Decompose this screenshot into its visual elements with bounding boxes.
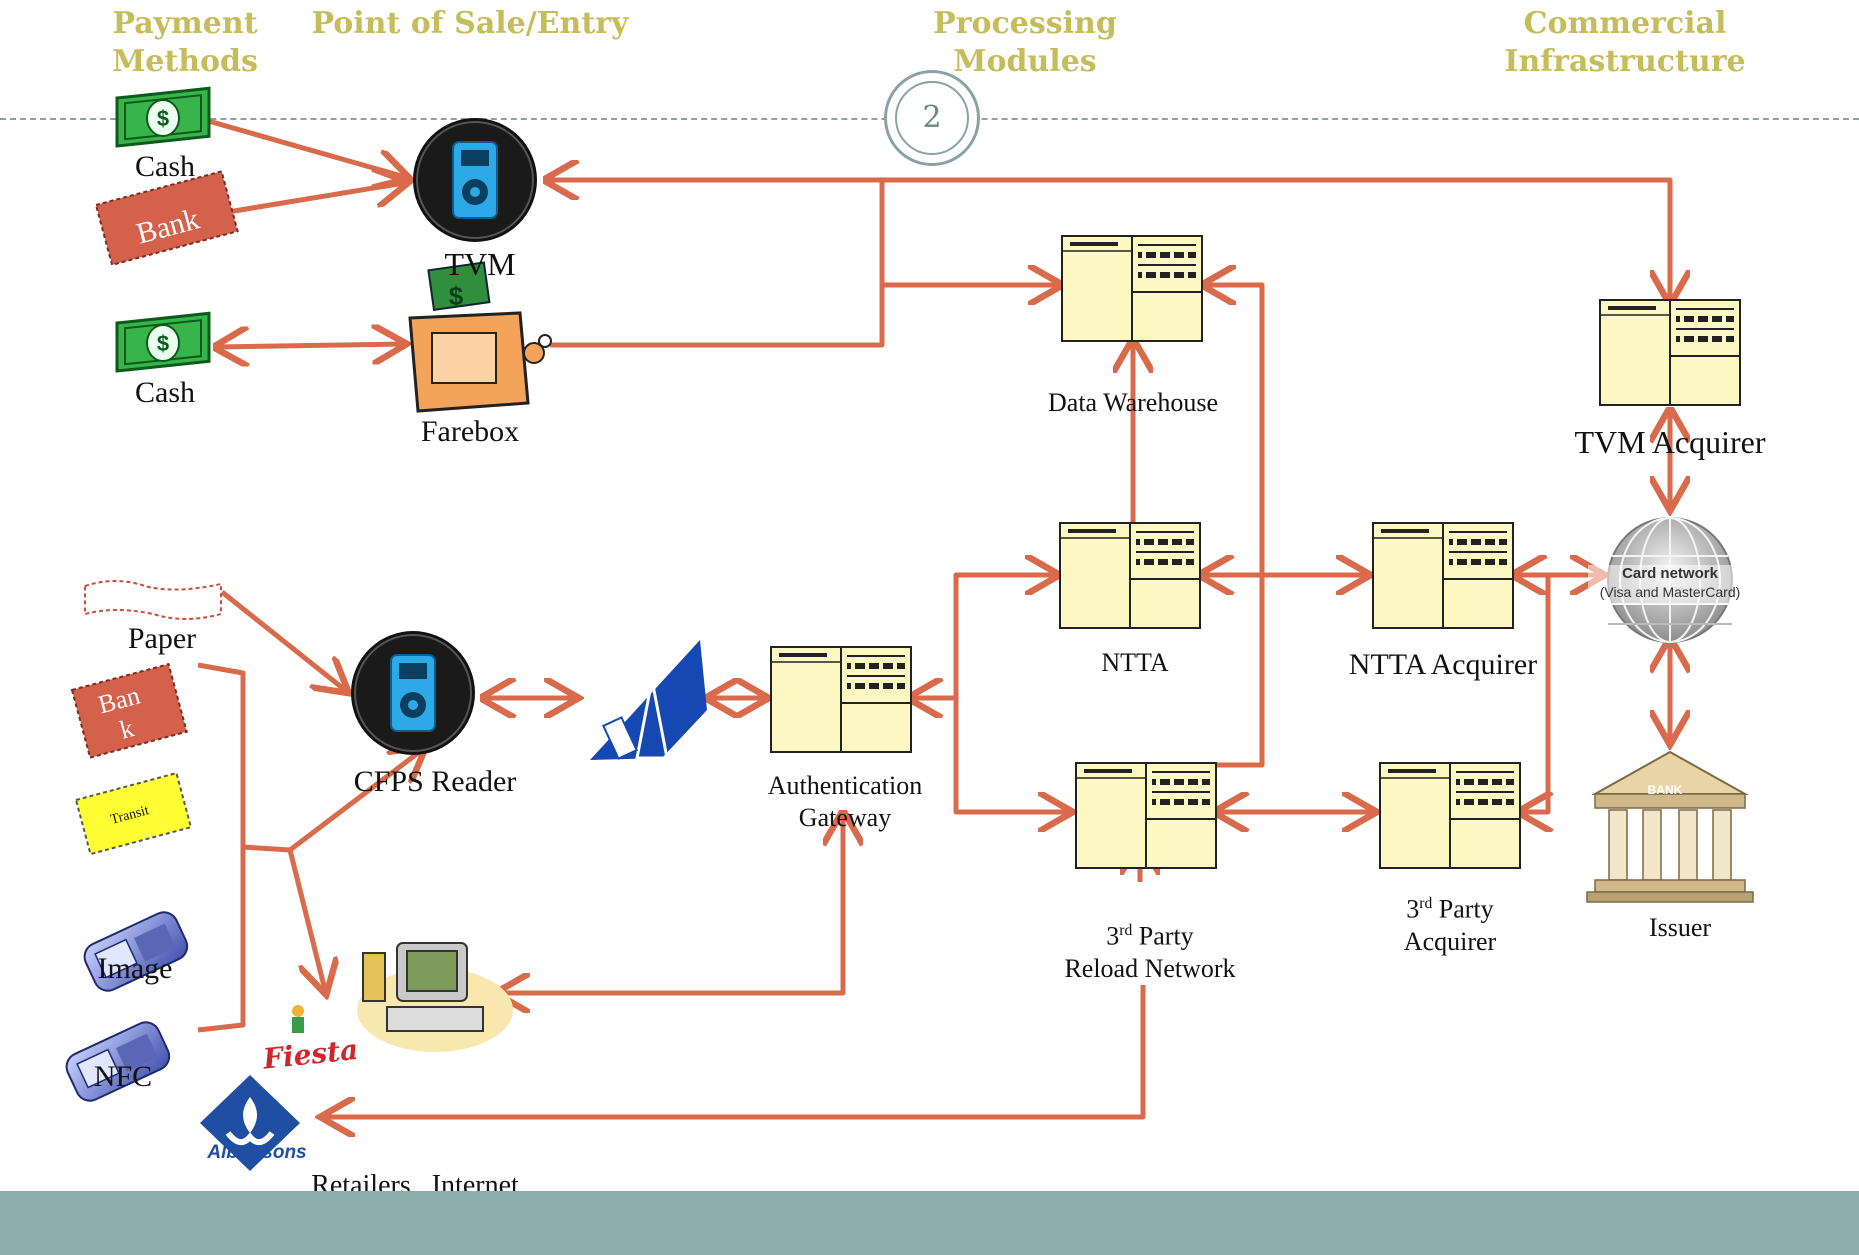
3rd-party-acquirer-server-icon [1379,762,1521,869]
ntta-server-icon [1059,522,1201,629]
arrow-gateway-computer [500,815,843,993]
paper-ticket-icon [84,580,222,620]
cfps-reader-icon [350,630,476,756]
bank-tag-top-icon [94,170,239,267]
arrow-bank-to-tvm [227,183,404,215]
cash-top-icon [115,86,211,148]
bank-tag-lower-icon [70,662,188,759]
arrow-tvm-tvm-acquirer [548,180,1670,300]
3rd-party-acquirer-label: 3rd Party Acquirer [1350,888,1550,958]
reload-prefix: 3 [1106,921,1120,951]
reload-network-server-icon [1075,762,1217,869]
reload-suffix: Party [1132,921,1194,951]
data-warehouse-server-icon [1061,235,1203,342]
slide-number: 2 [895,81,969,155]
reload-network-line2: Reload Network [1064,953,1236,983]
arrow-reload-to-retailers [325,985,1146,1117]
header-payment-methods: Payment Methods [112,6,258,79]
paper-label: Paper [127,622,197,655]
arrow-cash-to-tvm [204,117,405,177]
image-label: Image [97,952,173,985]
tvm-acquirer-label: TVM Acquirer [1574,424,1766,460]
card-network-globe-icon [1588,517,1752,643]
3rd-acq-prefix: 3 [1406,894,1420,924]
footer-bar [0,1191,1859,1255]
connection-arrows [197,117,1670,1117]
cash-top-label: Cash [135,150,195,183]
header-point-of-sale: Point of Sale/Entry [311,6,629,41]
computer-icon [357,942,513,1052]
reload-sup: rd [1119,922,1133,939]
nfc-label: NFC [93,1060,153,1093]
cell-tower-icon [590,640,707,760]
albertsons-logo: Albertsons [207,1142,307,1163]
arrow-gateway-to-ntta [912,575,1055,698]
line-farebox-to-warehouse [550,285,885,348]
tvm-icon [412,117,538,243]
issuer-bank-icon [1586,750,1754,903]
arrow-bracket-to-retailers [287,849,325,990]
3rd-acq-suffix: Party [1432,894,1494,924]
farebox-icon: $ [408,261,552,413]
arrow-3rd-acquirer-card-network [1522,575,1548,812]
auth-gateway-label: Authentication Gateway [767,771,923,832]
header-processing-modules: Processing Modules [933,6,1117,79]
card-network-sub-label: (Visa and MasterCard) [1599,584,1741,600]
tvm-acquirer-server-icon [1599,299,1741,406]
ntta-acquirer-server-icon [1372,522,1514,629]
albertsons-logo-icon [200,1075,300,1171]
ntta-acquirer-label: NTTA Acquirer [1348,648,1538,681]
cfps-reader-label: CFPS Reader [353,765,517,798]
3rd-acq-line1: 3rd Party [1350,888,1550,926]
cash-mid-icon [115,311,211,373]
arrow-paper-to-reader [220,590,345,690]
fiesta-mascot-icon [292,1005,304,1033]
farebox-label: Farebox [420,415,520,448]
arrow-gateway-to-reload [953,698,1068,812]
header-commercial-infrastructure: Commercial Infrastructure [1504,6,1746,79]
reload-network-line1: 3rd Party [1040,915,1260,953]
tvm-label: TVM [444,246,516,282]
3rd-acq-sup: rd [1419,895,1433,912]
arrow-tvm-to-data-warehouse [879,180,1058,285]
transit-tag-icon [74,771,193,856]
arrow-cash-farebox [218,344,402,347]
slide-number-badge: 2 [884,70,980,166]
3rd-acq-line2: Acquirer [1403,926,1497,956]
data-warehouse-label: Data Warehouse [1048,388,1218,417]
cash-mid-label: Cash [135,376,195,409]
card-network-label: Card network [1622,565,1718,582]
bracket-payment-methods [197,662,246,1033]
svg-text:$: $ [449,281,464,311]
auth-gateway-server-icon [770,646,912,753]
issuer-label: Issuer [1648,913,1712,942]
ntta-label: NTTA [1101,648,1169,677]
bank-building-text: BANK [1647,783,1683,797]
reload-network-label: 3rd Party Reload Network [1040,915,1260,985]
